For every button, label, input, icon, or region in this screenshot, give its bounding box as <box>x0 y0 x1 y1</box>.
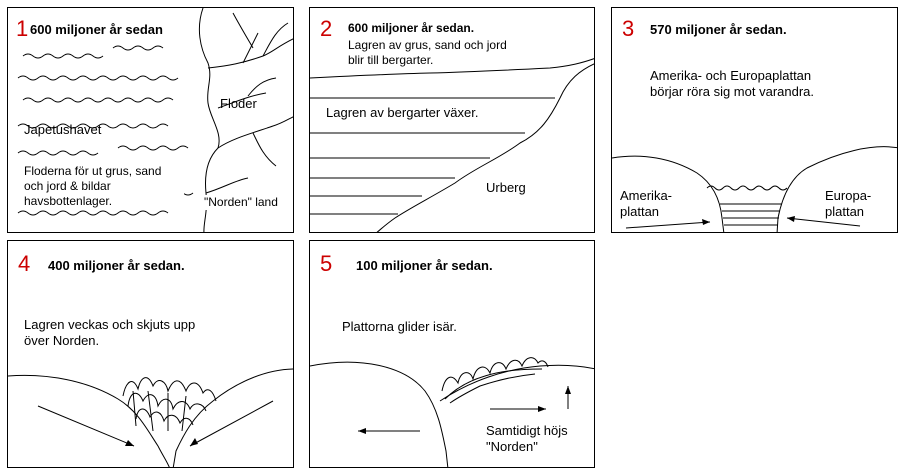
panel-number: 1 <box>16 16 29 41</box>
panel-number: 5 <box>320 251 333 276</box>
panel-title: 600 miljoner år sedan. <box>348 21 475 35</box>
panel-3-drawing <box>612 146 897 232</box>
label-description: Plattorna glider isär. <box>342 319 457 334</box>
label-america-plate: Amerika-plattan <box>620 188 673 219</box>
panel-5-drawing <box>310 357 594 467</box>
label-uplift: Samtidigt höjs "Norden" <box>486 423 568 454</box>
panel-3: 3 570 miljoner år sedan. Amerika- och Eu… <box>611 7 898 233</box>
panel-2: 2 600 miljoner år sedan. Lagren av grus,… <box>309 7 595 233</box>
label-description: Floderna för ut grus, sand och jord & bi… <box>24 164 184 209</box>
panel-4: 4 400 miljoner år sedan. Lagren veckas o… <box>7 240 294 468</box>
label-subtitle: Lagren av grus, sand och jord blir till … <box>348 38 507 67</box>
label-layers: Lagren av bergarter växer. <box>326 105 479 120</box>
panel-number: 2 <box>320 16 333 41</box>
label-bedrock: Urberg <box>486 180 526 195</box>
panel-title: 570 miljoner år sedan. <box>650 22 787 37</box>
label-ocean: Japetushavet <box>24 122 102 137</box>
label-land: "Norden" land <box>204 195 278 210</box>
panel-4-drawing <box>8 368 293 467</box>
panel-2-drawing <box>310 58 594 232</box>
panel-title: 400 miljoner år sedan. <box>48 258 185 273</box>
label-description: Amerika- och Europaplattan börjar röra s… <box>650 68 815 99</box>
label-description: Lagren veckas och skjuts upp över Norden… <box>24 317 196 348</box>
panel-5: 5 100 miljoner år sedan. Plattorna glide… <box>309 240 595 468</box>
label-rivers: Floder <box>220 96 257 111</box>
panel-number: 3 <box>622 16 635 41</box>
panel-number: 4 <box>18 251 31 276</box>
label-europe-plate: Europa-plattan <box>825 188 872 219</box>
panel-title: 100 miljoner år sedan. <box>356 258 493 273</box>
panel-title: 600 miljoner år sedan <box>30 22 163 37</box>
panel-1: 1 600 miljoner år sedan Floder Japetusha… <box>7 7 294 233</box>
